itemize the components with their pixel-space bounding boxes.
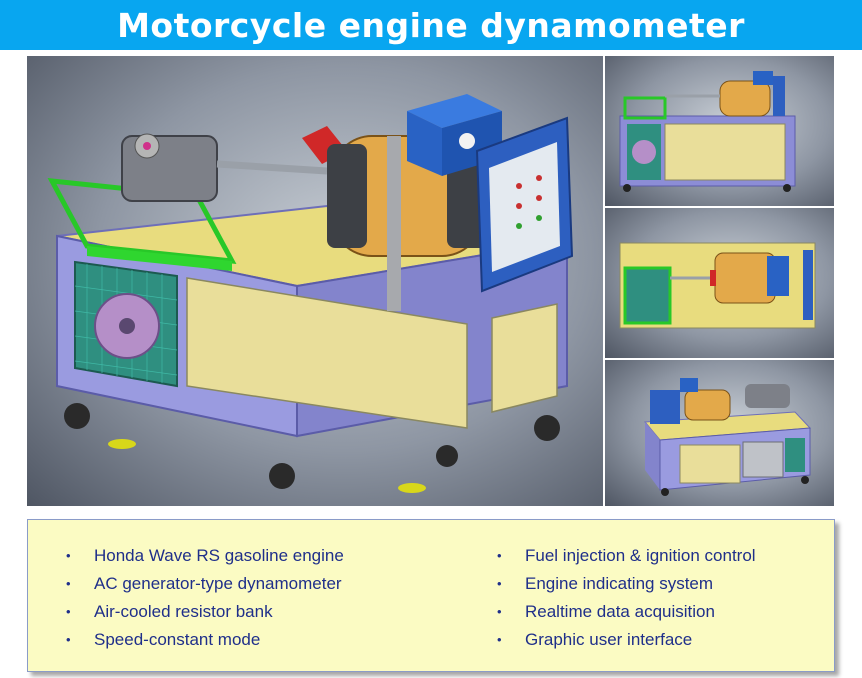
front-view-render bbox=[605, 56, 834, 206]
bullet-icon: • bbox=[66, 548, 71, 563]
top-view-render bbox=[605, 208, 834, 358]
feature-text: Speed-constant mode bbox=[94, 630, 261, 649]
bullet-icon: • bbox=[497, 604, 502, 619]
list-item: • Realtime data acquisition bbox=[497, 598, 756, 626]
bullet-icon: • bbox=[66, 604, 71, 619]
feature-text: AC generator-type dynamometer bbox=[94, 574, 342, 593]
list-item: • Air-cooled resistor bank bbox=[66, 598, 344, 626]
main-dynamometer-render bbox=[27, 56, 603, 506]
feature-text: Graphic user interface bbox=[525, 630, 693, 649]
feature-text: Fuel injection & ignition control bbox=[525, 546, 756, 565]
feature-text: Realtime data acquisition bbox=[525, 602, 715, 621]
bullet-icon: • bbox=[497, 576, 502, 591]
feature-text: Air-cooled resistor bank bbox=[94, 602, 273, 621]
feature-text: Honda Wave RS gasoline engine bbox=[94, 546, 344, 565]
page-title: Motorcycle engine dynamometer bbox=[0, 0, 862, 50]
bullet-icon: • bbox=[497, 632, 502, 647]
features-left-list: • Honda Wave RS gasoline engine • AC gener… bbox=[66, 542, 344, 654]
list-item: • Engine indicating system bbox=[497, 570, 756, 598]
features-right-list: • Fuel injection & ignition control • Engi… bbox=[497, 542, 756, 654]
list-item: • Graphic user interface bbox=[497, 626, 756, 654]
rear-view-render bbox=[605, 360, 834, 506]
feature-text: Engine indicating system bbox=[525, 574, 714, 593]
list-item: • Speed-constant mode bbox=[66, 626, 344, 654]
features-box: • Honda Wave RS gasoline engine • AC gener… bbox=[27, 519, 835, 672]
list-item: • AC generator-type dynamometer bbox=[66, 570, 344, 598]
bullet-icon: • bbox=[66, 576, 71, 591]
bullet-icon: • bbox=[497, 548, 502, 563]
list-item: • Honda Wave RS gasoline engine bbox=[66, 542, 344, 570]
bullet-icon: • bbox=[66, 632, 71, 647]
list-item: • Fuel injection & ignition control bbox=[497, 542, 756, 570]
